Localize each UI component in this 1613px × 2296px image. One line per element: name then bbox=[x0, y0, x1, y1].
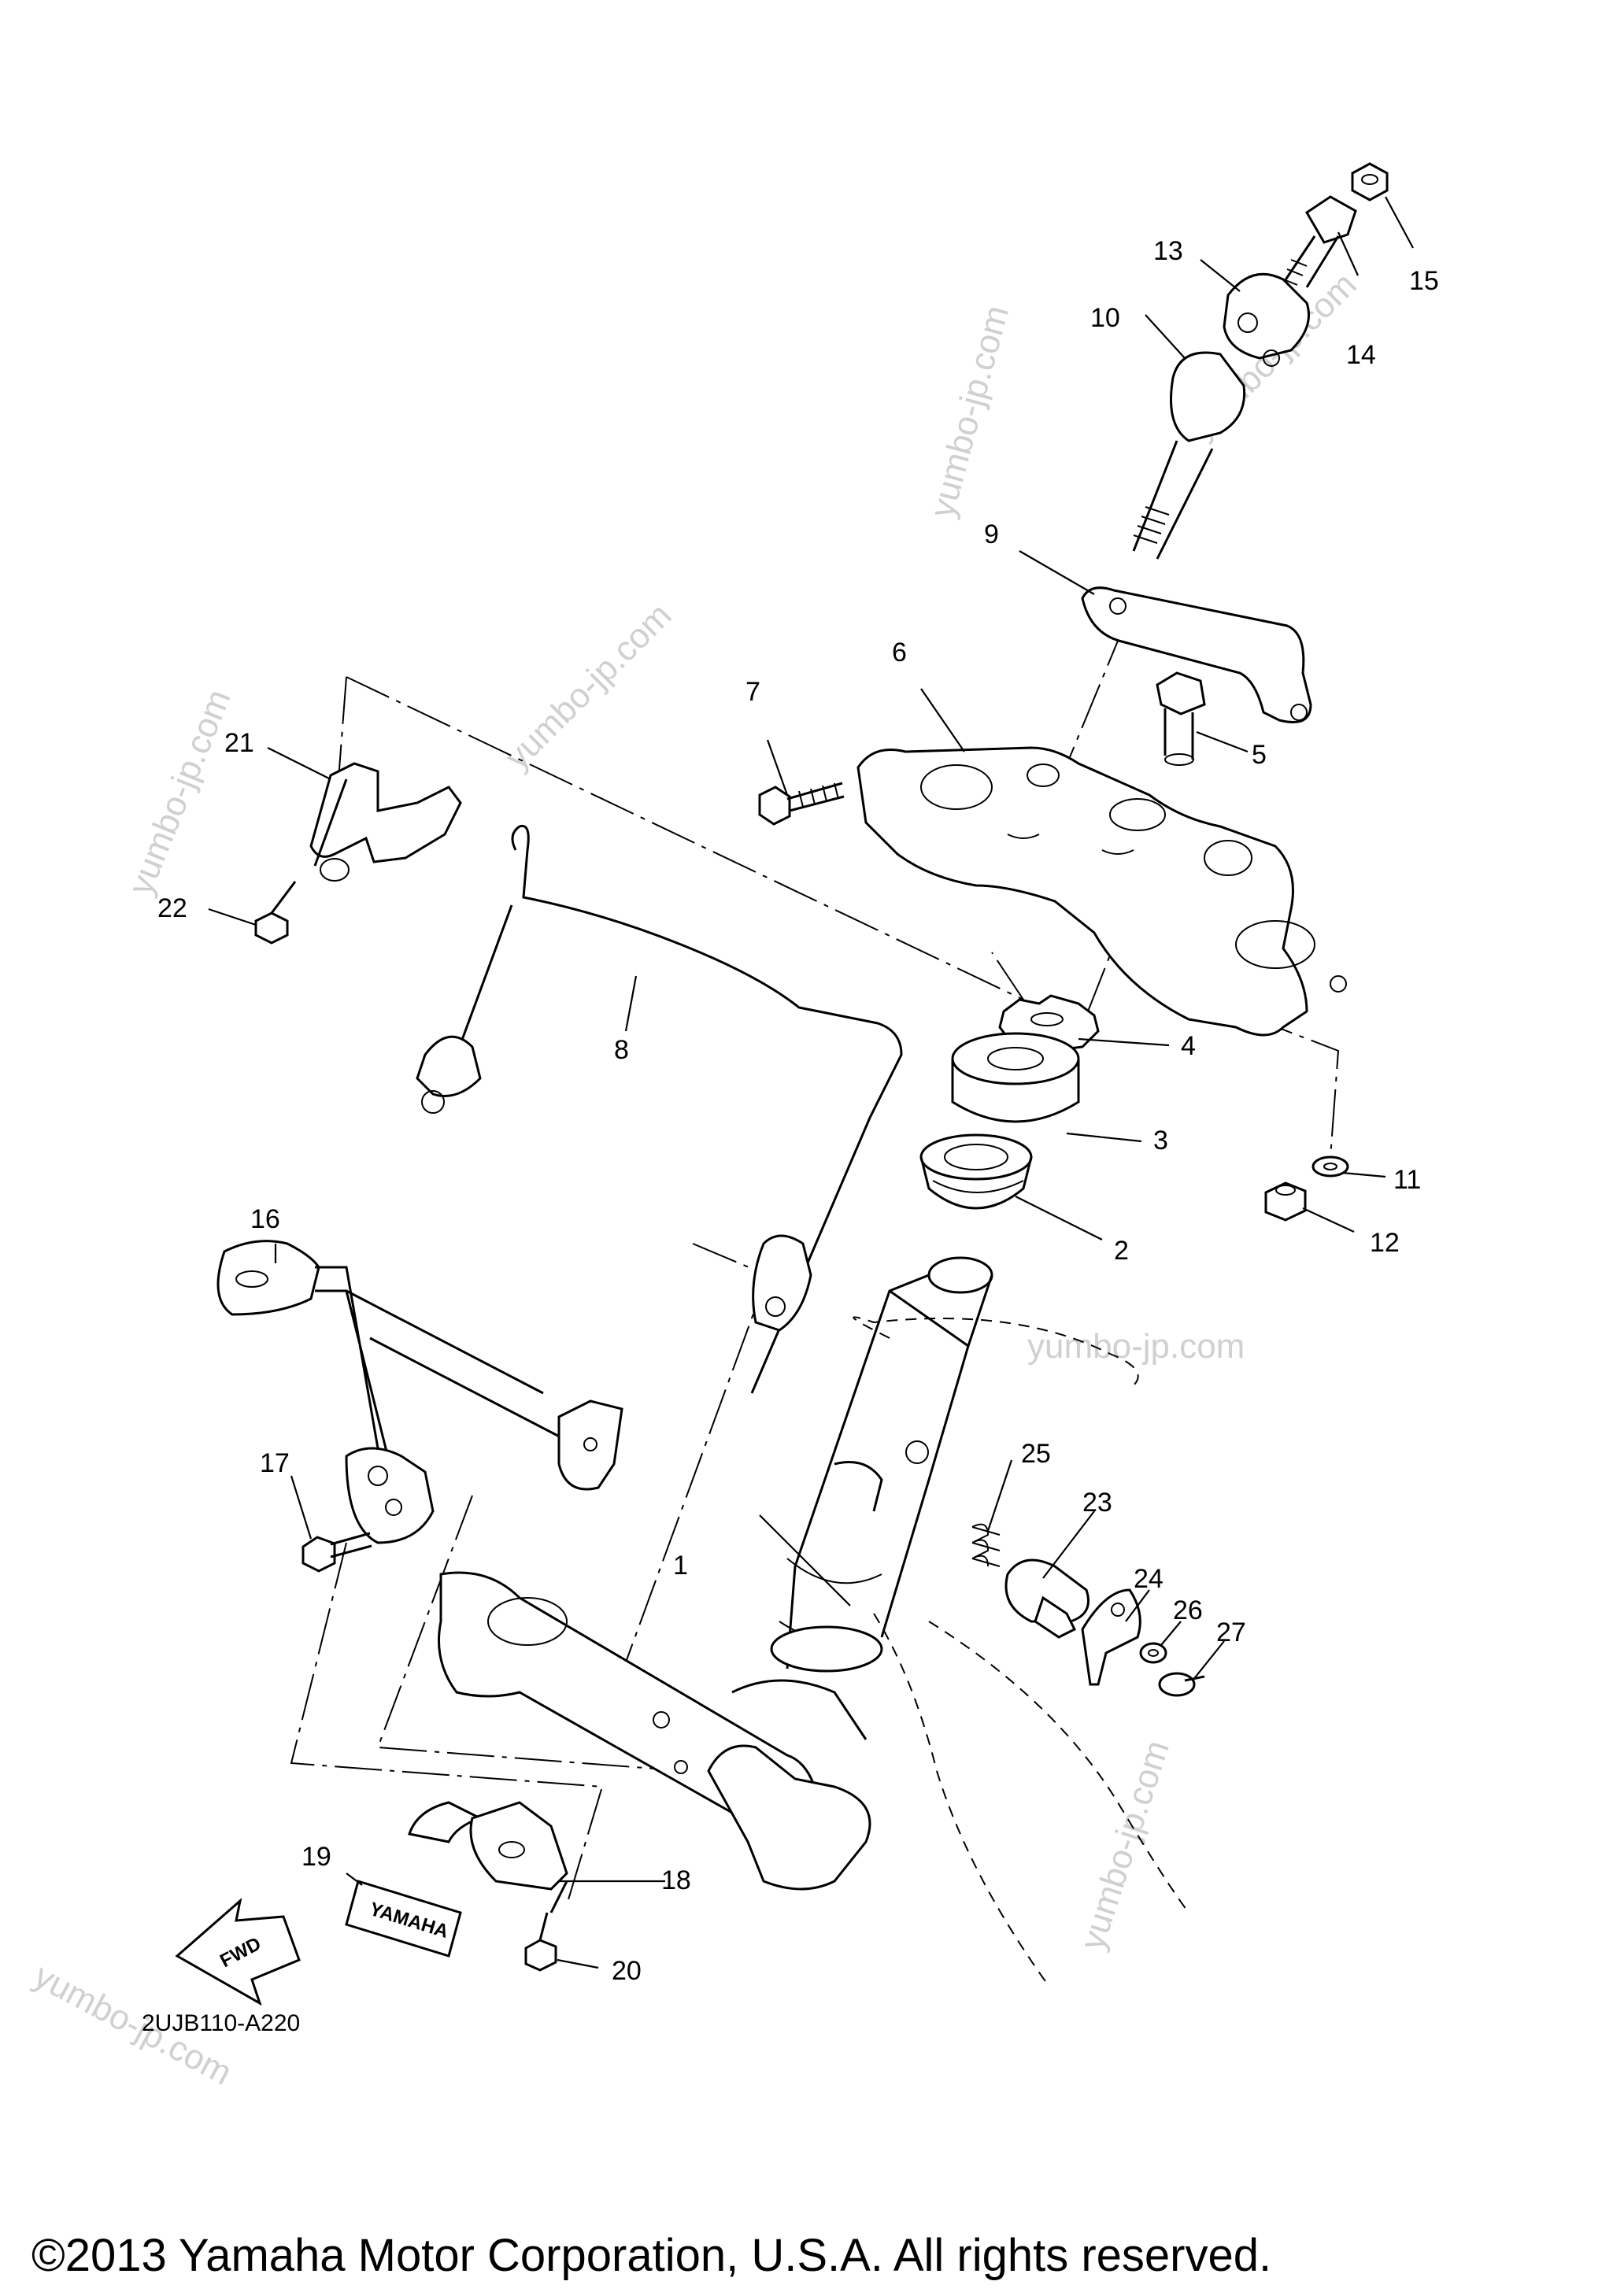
callout-1: 1 bbox=[673, 1551, 688, 1581]
part-8-cable bbox=[416, 824, 903, 1394]
callout-12: 12 bbox=[1370, 1228, 1400, 1258]
part-17-bolt bbox=[302, 1532, 372, 1573]
callout-16: 16 bbox=[250, 1204, 280, 1234]
copyright-text: ©2013 Yamaha Motor Corporation, U.S.A. A… bbox=[31, 2230, 1271, 2281]
part-26-washer bbox=[1139, 1642, 1167, 1664]
callout-21: 21 bbox=[224, 728, 254, 758]
callout-4: 4 bbox=[1181, 1031, 1196, 1061]
callout-11: 11 bbox=[1393, 1165, 1421, 1195]
part-19-yamaha-label: YAMAHA bbox=[345, 1880, 462, 1958]
part-23-switch bbox=[1004, 1558, 1090, 1639]
watermark-text: yumbo-jp.com bbox=[1027, 1327, 1245, 1366]
part-5-bolt bbox=[1156, 671, 1206, 766]
watermark-text: yumbo-jp.com bbox=[1073, 1736, 1177, 1954]
part-3-bearing-cover bbox=[951, 1032, 1080, 1123]
callout-3: 3 bbox=[1153, 1126, 1168, 1155]
part-13-clamp-cap bbox=[1223, 272, 1310, 367]
part-16-headlight-stay bbox=[216, 1240, 623, 1544]
part-24-plate bbox=[1081, 1588, 1141, 1686]
callout-23: 23 bbox=[1082, 1488, 1112, 1518]
watermark-text: yumbo-jp.com bbox=[923, 301, 1016, 522]
part-2-bearing bbox=[919, 1133, 1033, 1210]
callout-25: 25 bbox=[1021, 1439, 1051, 1469]
leader-lines bbox=[208, 196, 1414, 1969]
callout-19: 19 bbox=[302, 1842, 331, 1872]
part-10-handlebar-holder bbox=[1132, 351, 1246, 560]
part-27-screw bbox=[1158, 1672, 1205, 1697]
callout-5: 5 bbox=[1252, 740, 1267, 770]
callout-15: 15 bbox=[1409, 266, 1439, 296]
part-15-nut bbox=[1351, 162, 1389, 202]
part-21-bracket bbox=[309, 762, 462, 882]
part-11-washer bbox=[1311, 1155, 1349, 1178]
part-20-bolt bbox=[524, 1912, 557, 1972]
part-25-spring bbox=[971, 1523, 1001, 1567]
part-6-upper-bracket bbox=[856, 746, 1347, 1037]
callout-17: 17 bbox=[260, 1448, 290, 1478]
part-1-steering-stem bbox=[438, 1256, 1189, 1984]
callout-13: 13 bbox=[1153, 236, 1183, 266]
callout-20: 20 bbox=[612, 1956, 642, 1986]
part-22-bolt bbox=[254, 881, 297, 945]
callout-8: 8 bbox=[614, 1035, 629, 1065]
callout-22: 22 bbox=[157, 893, 187, 923]
callout-7: 7 bbox=[745, 677, 760, 707]
watermark-text: yumbo-jp.com bbox=[121, 684, 239, 900]
part-12-nut bbox=[1264, 1181, 1307, 1222]
watermark-text: yumbo-jp.com bbox=[498, 596, 679, 777]
callout-27: 27 bbox=[1216, 1618, 1246, 1647]
callout-26: 26 bbox=[1173, 1595, 1203, 1625]
diagram-code: 2UJB110-A220 bbox=[142, 2010, 300, 2036]
part-18-cable-clamp bbox=[408, 1801, 568, 1913]
part-7-bolt bbox=[758, 782, 845, 826]
callout-18: 18 bbox=[661, 1865, 691, 1895]
callout-9: 9 bbox=[984, 519, 999, 549]
callout-14: 14 bbox=[1346, 340, 1376, 370]
callout-24: 24 bbox=[1134, 1564, 1164, 1594]
watermarks: yumbo-jp.com yumbo-jp.com yumbo-jp.com y… bbox=[28, 265, 1363, 2093]
callout-10: 10 bbox=[1090, 303, 1120, 333]
fwd-arrow-icon: FWD bbox=[175, 1897, 301, 2006]
callout-6: 6 bbox=[892, 638, 907, 667]
callout-numbers: 1 2 3 4 5 6 7 8 9 10 11 12 13 14 15 16 1… bbox=[157, 236, 1439, 1986]
callout-2: 2 bbox=[1114, 1236, 1129, 1266]
part-9-bracket bbox=[1081, 586, 1312, 723]
